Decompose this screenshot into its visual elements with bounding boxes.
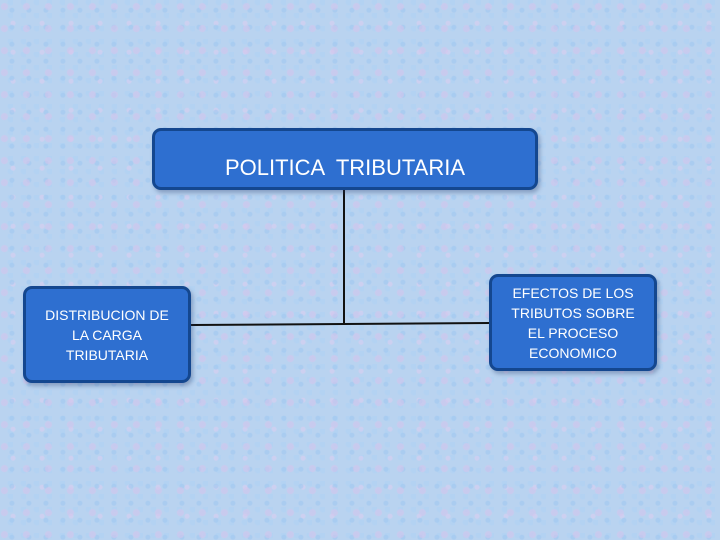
node-efectos-tributos: EFECTOS DE LOS TRIBUTOS SOBRE EL PROCESO… <box>489 274 657 371</box>
node-distribucion-carga-label: DISTRIBUCION DE LA CARGA TRIBUTARIA <box>45 306 169 363</box>
node-politica-tributaria-label: POLITICA TRIBUTARIA <box>224 155 465 180</box>
node-politica-tributaria: POLITICA TRIBUTARIA <box>152 128 538 190</box>
node-efectos-tributos-label: EFECTOS DE LOS TRIBUTOS SOBRE EL PROCESO… <box>511 284 635 361</box>
connector-horizontal-right <box>343 322 490 325</box>
node-distribucion-carga: DISTRIBUCION DE LA CARGA TRIBUTARIA <box>23 286 191 383</box>
connector-horizontal-left <box>190 323 345 326</box>
